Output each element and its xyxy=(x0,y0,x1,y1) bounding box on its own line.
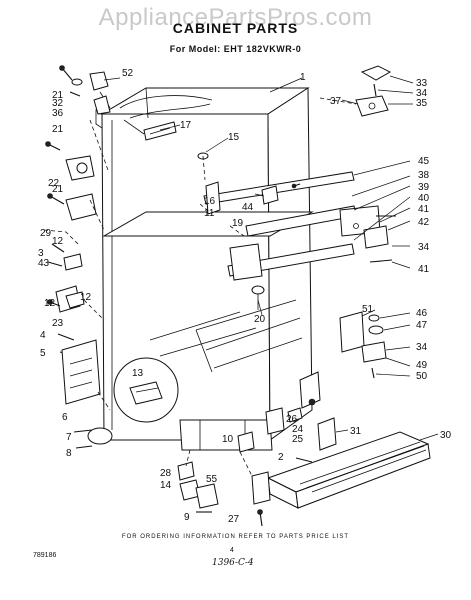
callout-13: 13 xyxy=(132,368,144,379)
callout-17: 17 xyxy=(180,120,192,131)
callout-32: 32 xyxy=(52,98,64,109)
callout-22: 22 xyxy=(48,178,60,189)
callout-19: 19 xyxy=(232,218,244,229)
callout-38: 38 xyxy=(418,170,430,181)
callout-26: 26 xyxy=(286,414,298,425)
callout-33: 33 xyxy=(416,78,428,89)
callout-10: 10 xyxy=(222,434,234,445)
callout-40: 40 xyxy=(418,193,430,204)
callout-15: 15 xyxy=(228,132,240,143)
callout-52: 52 xyxy=(122,68,134,79)
callout-7: 7 xyxy=(66,432,72,443)
callout-44: 44 xyxy=(242,202,254,213)
callout-labels: 1 2 3 4 5 6 7 8 9 10 11 12 12 12 13 14 1… xyxy=(38,68,452,525)
callout-11: 11 xyxy=(204,208,215,219)
callout-5: 5 xyxy=(40,348,46,359)
callout-39: 39 xyxy=(418,182,430,193)
callout-45: 45 xyxy=(418,156,430,167)
callout-36: 36 xyxy=(52,108,64,119)
top-right-parts xyxy=(319,65,392,117)
callout-29: 29 xyxy=(40,228,52,239)
callout-8: 8 xyxy=(66,448,72,459)
bottom-parts xyxy=(177,398,431,527)
callout-55: 55 xyxy=(206,474,218,485)
callout-12b: 12 xyxy=(44,298,56,309)
right-middle-parts xyxy=(339,311,387,379)
callout-27: 27 xyxy=(228,514,240,525)
callout-47: 47 xyxy=(416,320,428,331)
callout-24: 24 xyxy=(292,424,304,435)
ordering-info-footer: FOR ORDERING INFORMATION REFER TO PARTS … xyxy=(121,534,350,540)
callout-34a: 34 xyxy=(416,88,428,99)
callout-12c: 12 xyxy=(80,292,92,303)
callout-30: 30 xyxy=(440,430,452,441)
callout-37: 37 xyxy=(330,96,342,107)
callout-41b: 41 xyxy=(418,264,430,275)
callout-42: 42 xyxy=(418,217,430,228)
callout-16: 16 xyxy=(204,196,216,207)
callout-23: 23 xyxy=(52,318,64,329)
top-center-parts xyxy=(123,119,209,181)
callout-31: 31 xyxy=(350,426,362,437)
callout-41a: 41 xyxy=(418,204,430,215)
callout-49: 49 xyxy=(416,360,428,371)
callout-12a: 12 xyxy=(52,236,64,247)
document-code: 789186 xyxy=(33,552,57,559)
page-number: 4 xyxy=(230,547,234,554)
callout-9: 9 xyxy=(184,512,190,523)
left-side-parts xyxy=(43,65,113,449)
callout-28: 28 xyxy=(160,468,172,479)
callout-1: 1 xyxy=(300,72,306,83)
model-number: For Model: EHT 182VKWR-0 xyxy=(169,44,302,54)
callout-35: 35 xyxy=(416,98,428,109)
callout-34b: 34 xyxy=(418,242,430,253)
callout-50: 50 xyxy=(416,371,428,382)
shelf-rails xyxy=(199,171,396,310)
callout-2: 2 xyxy=(278,452,284,463)
watermark: AppliancePartsPros.com xyxy=(98,4,373,31)
handwritten-note: 1396-C-4 xyxy=(212,558,254,568)
diagram-title: CABINET PARTS xyxy=(172,20,299,36)
leader-lines xyxy=(103,75,439,441)
callout-51: 51 xyxy=(362,304,374,315)
callout-21a: 21 xyxy=(52,90,64,101)
callout-6: 6 xyxy=(62,412,68,423)
callout-34c: 34 xyxy=(416,342,428,353)
callout-21c: 21 xyxy=(52,184,64,195)
detail-inset-circle xyxy=(113,357,179,423)
callout-20: 20 xyxy=(254,314,266,325)
callout-25: 25 xyxy=(292,434,304,445)
callout-14: 14 xyxy=(160,480,172,491)
callout-4: 4 xyxy=(40,330,46,341)
callout-21b: 21 xyxy=(52,124,64,135)
callout-43: 43 xyxy=(38,258,50,269)
callout-3: 3 xyxy=(38,248,44,259)
callout-46: 46 xyxy=(416,308,428,319)
